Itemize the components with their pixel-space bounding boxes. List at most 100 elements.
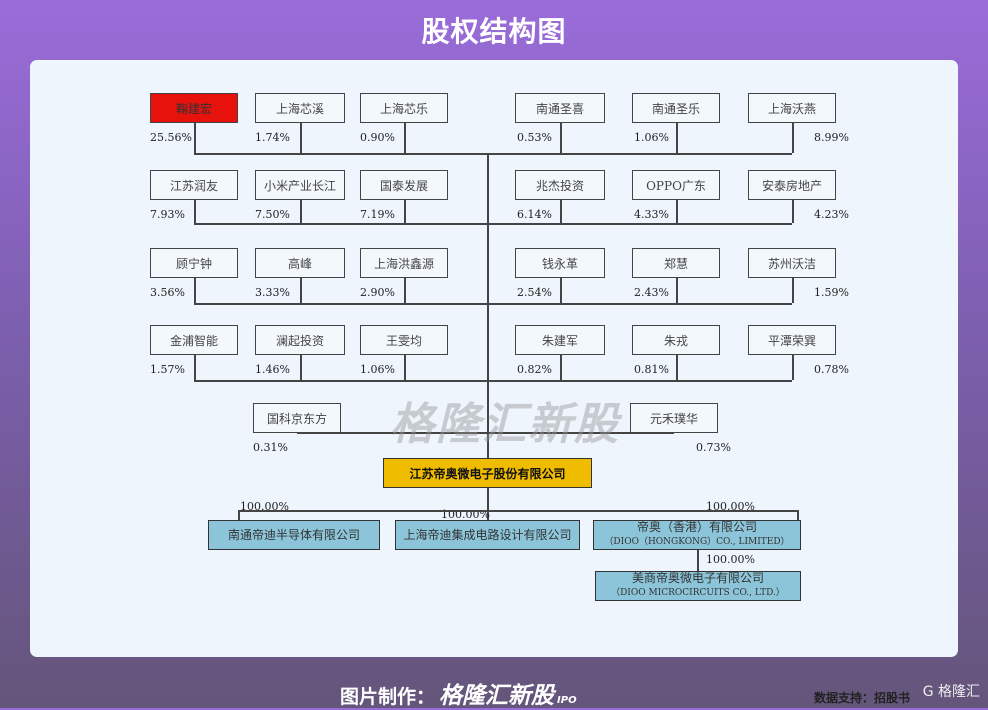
watermark: 格隆汇新股	[390, 399, 620, 450]
connector-line	[194, 380, 487, 382]
shareholder-box: 澜起投资	[255, 325, 345, 355]
subsidiary-pct: 100.00%	[706, 553, 755, 566]
connector-line	[487, 380, 792, 382]
connector-line	[487, 153, 792, 155]
subsidiary-name: 南通帝迪半导体有限公司	[227, 527, 360, 542]
connector-line	[792, 123, 794, 153]
shareholding-pct: 0.90%	[360, 131, 395, 144]
connector-line	[487, 223, 792, 225]
shareholder-box: 南通圣喜	[515, 93, 605, 123]
shareholding-pct: 3.56%	[150, 286, 185, 299]
subsidiary-english-name: （DIOO（HONGKONG）CO., LIMITED）	[604, 537, 790, 547]
subsidiary-box: 南通帝迪半导体有限公司	[208, 520, 380, 550]
shareholder-box: 元禾璞华	[630, 403, 718, 433]
subsidiary-english-name: （DIOO MICROCIRCUITS CO., LTD.）	[611, 588, 785, 598]
connector-line	[404, 123, 406, 153]
subsidiary-box: 美商帝奥微电子有限公司 （DIOO MICROCIRCUITS CO., LTD.…	[595, 571, 801, 601]
shareholder-box: 平潭荣巽	[748, 325, 836, 355]
connector-line	[487, 488, 489, 510]
shareholding-pct: 4.23%	[814, 208, 849, 221]
shareholding-pct: 0.82%	[517, 363, 552, 376]
shareholder-box: 国科京东方	[253, 403, 341, 433]
shareholding-pct: 0.53%	[517, 131, 552, 144]
diagram-card: 100.00% 美商帝奥微电子有限公司 （DIOO MICROCIRCUITS CO…	[30, 60, 958, 705]
footer-ipo: IPO	[557, 695, 577, 706]
subsidiary-pct: 100.00%	[706, 500, 755, 513]
shareholding-pct: 2.54%	[517, 286, 552, 299]
subsidiary-name: 上海帝迪集成电路设计有限公司	[403, 527, 572, 542]
connector-line	[676, 200, 678, 223]
shareholding-pct: 4.33%	[634, 208, 669, 221]
connector-line	[404, 355, 406, 380]
subsidiary-box: 上海帝迪集成电路设计有限公司	[395, 520, 580, 550]
connector-line	[300, 278, 302, 303]
shareholding-pct: 25.56%	[150, 131, 192, 144]
shareholding-pct: 0.78%	[814, 363, 849, 376]
shareholder-box: 高峰	[255, 248, 345, 278]
connector-line	[676, 278, 678, 303]
connector-line	[194, 200, 196, 223]
shareholding-pct: 3.33%	[255, 286, 290, 299]
subsidiary-name: 美商帝奥微电子有限公司	[631, 571, 764, 585]
shareholder-box: 安泰房地产	[748, 170, 836, 200]
connector-line	[560, 278, 562, 303]
connector-line	[792, 200, 794, 223]
connector-line	[560, 355, 562, 380]
shareholding-pct: 1.57%	[150, 363, 185, 376]
shareholding-pct: 1.59%	[814, 286, 849, 299]
subsidiary-name: 帝奥（香港）有限公司	[636, 520, 757, 534]
shareholder-box: 江苏润友	[150, 170, 238, 200]
connector-line	[792, 355, 794, 380]
connector-line	[238, 510, 798, 512]
shareholding-pct: 1.74%	[255, 131, 290, 144]
connector-line	[300, 355, 302, 380]
shareholding-pct: 7.93%	[150, 208, 185, 221]
connector-line	[194, 278, 196, 303]
shareholder-box: 钱永革	[515, 248, 605, 278]
connector-line	[487, 510, 489, 520]
connector-line	[676, 355, 678, 380]
shareholding-pct: 7.19%	[360, 208, 395, 221]
shareholder-box: 顾宁钟	[150, 248, 238, 278]
connector-line	[194, 355, 196, 380]
shareholding-pct: 6.14%	[517, 208, 552, 221]
connector-line	[487, 153, 489, 458]
connector-line	[676, 123, 678, 153]
shareholder-box: 朱建军	[515, 325, 605, 355]
shareholding-pct: 2.90%	[360, 286, 395, 299]
shareholding-pct: 0.73%	[696, 441, 731, 454]
footer-label: 图片制作：	[340, 686, 436, 708]
connector-line	[297, 432, 487, 434]
shareholder-box: 上海沃燕	[748, 93, 836, 123]
connector-line	[194, 153, 487, 155]
connector-line	[487, 303, 792, 305]
shareholder-box: 上海芯溪	[255, 93, 345, 123]
connector-line	[404, 278, 406, 303]
connector-line	[797, 510, 799, 520]
page-title: 股权结构图	[421, 15, 567, 48]
shareholding-pct: 1.06%	[360, 363, 395, 376]
shareholder-box: 小米产业长江	[255, 170, 345, 200]
shareholder-box: 国泰发展	[360, 170, 448, 200]
connector-line	[560, 200, 562, 223]
shareholding-pct: 0.81%	[634, 363, 669, 376]
shareholder-box: 兆杰投资	[515, 170, 605, 200]
connector-line	[792, 278, 794, 303]
connector-line	[487, 432, 674, 434]
shareholding-pct: 7.50%	[255, 208, 290, 221]
shareholder-box: 王雯均	[360, 325, 448, 355]
connector-line	[194, 123, 196, 153]
shareholding-pct: 1.06%	[634, 131, 669, 144]
shareholding-pct: 1.46%	[255, 363, 290, 376]
shareholding-pct: 8.99%	[814, 131, 849, 144]
company-box: 江苏帝奥微电子股份有限公司	[383, 458, 592, 488]
connector-line	[300, 200, 302, 223]
connector-line	[697, 550, 699, 571]
shareholding-pct: 2.43%	[634, 286, 669, 299]
shareholder-box: OPPO广东	[632, 170, 720, 200]
connector-line	[300, 123, 302, 153]
shareholder-box: 郑慧	[632, 248, 720, 278]
subsidiary-box: 帝奥（香港）有限公司 （DIOO（HONGKONG）CO., LIMITED）	[593, 520, 801, 550]
shareholder-box: 南通圣乐	[632, 93, 720, 123]
